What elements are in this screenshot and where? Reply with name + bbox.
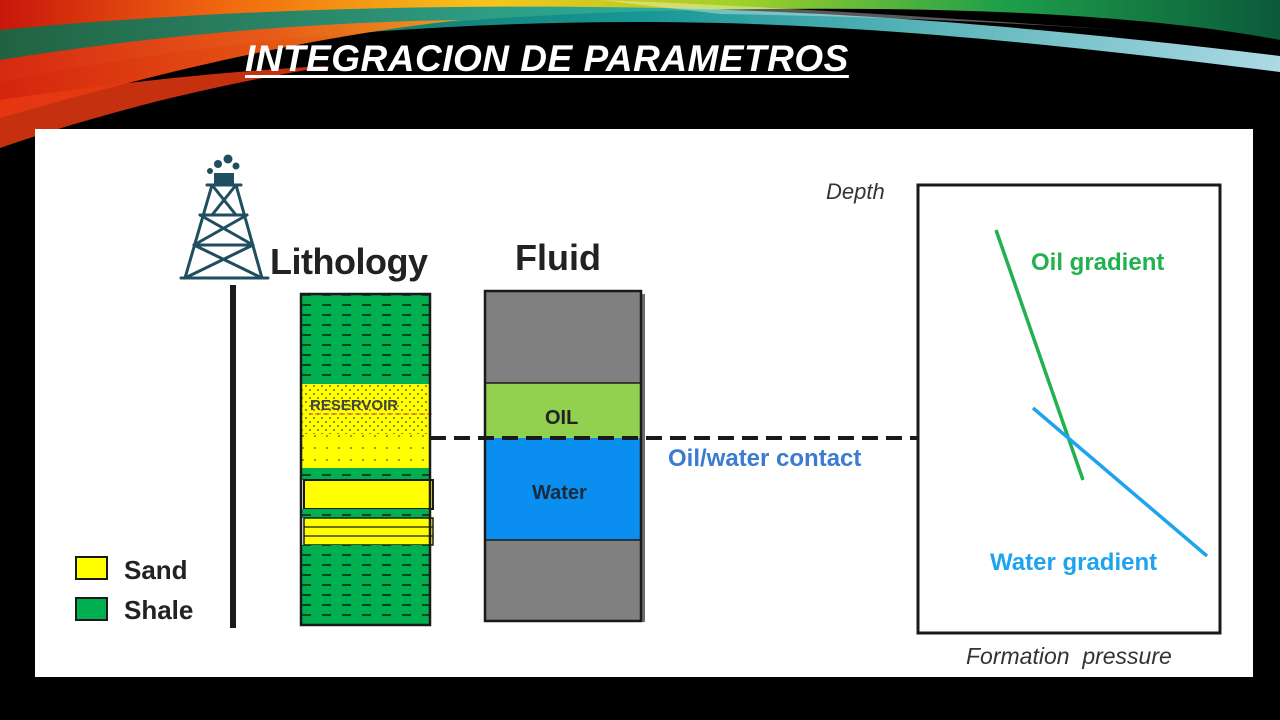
lithology-label: Lithology (270, 241, 428, 282)
legend-sand-swatch (75, 556, 108, 580)
fluid-label: Fluid (515, 237, 601, 278)
fluid-column (483, 289, 645, 623)
sand-layer (303, 479, 434, 510)
formation-pressure-axis-label: Formation pressure (966, 643, 1172, 669)
oil-gradient-label: Oil gradient (1031, 249, 1164, 276)
legend-shale-label: Shale (124, 595, 193, 625)
water-gradient-label: Water gradient (990, 549, 1157, 576)
legend-sand-label: Sand (124, 555, 188, 585)
legend: Sand Shale (75, 555, 193, 625)
water-zone (485, 438, 641, 540)
slide-title: INTEGRACION DE PARAMETROS (245, 38, 849, 79)
legend-shale-swatch (75, 597, 108, 621)
oil-derrick-icon (179, 154, 270, 280)
lithology-column (299, 292, 434, 627)
thin-sand-layers (303, 517, 434, 546)
oil-label: OIL (545, 407, 578, 429)
diagram-panel: Lithology RESERVOIR Fluid OIL Water Oil/… (35, 129, 1253, 677)
oil-zone (485, 383, 641, 438)
pressure-depth-plot-frame (916, 183, 1222, 635)
oil-water-contact-label: Oil/water contact (668, 445, 861, 472)
water-gradient-line (1031, 406, 1209, 558)
water-label: Water (532, 482, 587, 504)
depth-axis-label: Depth (826, 179, 885, 204)
reservoir-label: RESERVOIR (310, 397, 398, 414)
